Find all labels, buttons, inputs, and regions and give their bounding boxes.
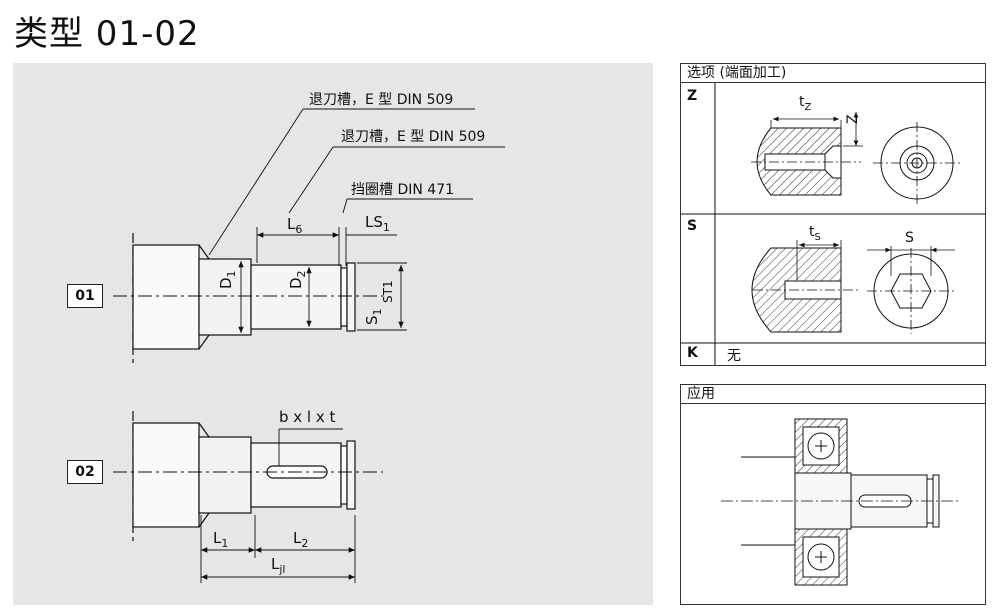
callout-undercut-e-mid: 退刀槽，E 型 DIN 509 [341,129,486,145]
options-drawings [681,83,985,365]
dim-ls1: LS1 [365,213,390,234]
application-box: 应用 [680,384,986,605]
option-code-k: K [687,345,698,361]
dim-ljl: Ljl [271,555,286,576]
dim-l6: L6 [287,215,303,236]
dim-st1: ST1 [381,280,395,303]
callout-undercut-e-top: 退刀槽，E 型 DIN 509 [309,92,454,108]
dim-tz: tZ [799,94,812,113]
page-title: 类型 01-02 [14,14,200,54]
dim-s: S [905,230,914,246]
dim-s1: S1 [363,308,384,325]
dim-l2: L2 [293,529,309,550]
options-header: 选项 (端面加工) [681,64,985,83]
dim-d2: D2 [287,270,308,289]
shaft-drawing-panel: 退刀槽，E 型 DIN 509 退刀槽，E 型 DIN 509 挡圈槽 DIN … [13,63,653,605]
dim-d1: D1 [217,270,238,289]
shaft-drawing [113,108,505,583]
option-k-text: 无 [727,348,741,364]
option-code-s: S [687,218,698,234]
dim-z: Z [845,114,861,124]
type-01-badge: 01 [67,284,103,308]
options-table: 选项 (端面加工) [680,63,986,366]
application-header: 应用 [681,385,985,404]
dim-ts: tS [809,224,821,243]
dim-key-bxlxt: b x l x t [279,408,336,426]
application-drawing [721,418,961,586]
dim-l1: L1 [213,529,229,550]
type-02-badge: 02 [67,460,103,484]
option-code-z: Z [687,88,698,104]
callout-retaining-ring-groove: 挡圈槽 DIN 471 [351,182,455,198]
